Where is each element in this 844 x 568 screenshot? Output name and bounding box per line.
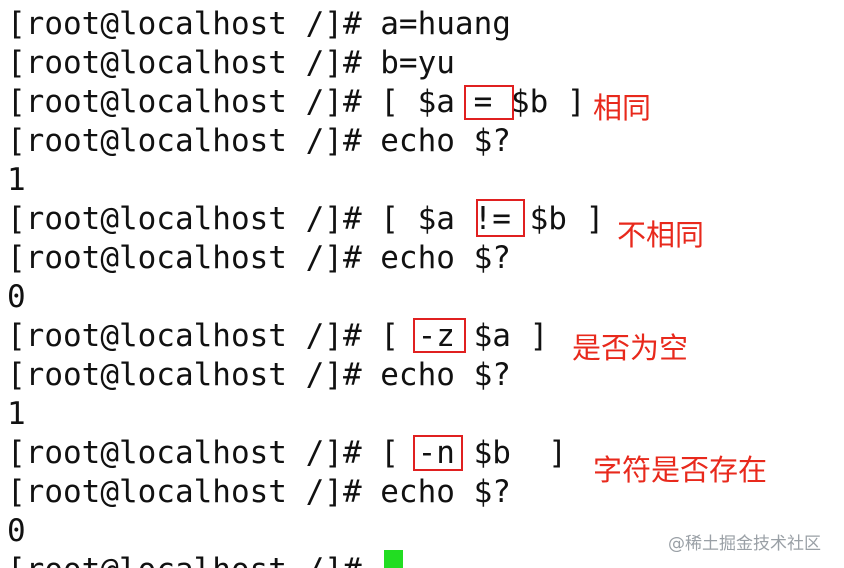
terminal-line: 0 xyxy=(7,513,26,549)
terminal-line: 1 xyxy=(7,162,26,198)
terminal-line: 0 xyxy=(7,279,26,315)
terminal-line: [root@localhost /]# echo $? xyxy=(7,123,511,159)
annotation-is-empty: 是否为空 xyxy=(572,331,689,365)
terminal-line: [root@localhost /]# echo $? xyxy=(7,474,511,510)
terminal-line: [root@localhost /]# b=yu xyxy=(7,45,455,81)
operator-z-highlight xyxy=(413,318,466,353)
terminal-line: [root@localhost /]# echo $? xyxy=(7,240,511,276)
terminal-cursor xyxy=(384,550,403,568)
terminal-line: 1 xyxy=(7,396,26,432)
operator-equal-highlight xyxy=(464,85,514,120)
terminal-line: [root@localhost /]# [ $a = $b ] xyxy=(7,84,586,120)
annotation-exists: 字符是否存在 xyxy=(593,453,768,487)
annotation-not-equal: 不相同 xyxy=(617,218,705,252)
operator-not-equal-highlight xyxy=(476,199,525,237)
operator-n-highlight xyxy=(413,435,463,471)
terminal-line: [root@localhost /]# [ $a != $b ] xyxy=(7,201,605,237)
annotation-equal: 相同 xyxy=(593,91,652,125)
terminal-line: [root@localhost /]# a=huang xyxy=(7,6,511,42)
terminal-line: [root@localhost /]# xyxy=(7,551,380,568)
watermark: @稀土掘金技术社区 xyxy=(668,534,821,554)
terminal-line: [root@localhost /]# echo $? xyxy=(7,357,511,393)
terminal-line: [root@localhost /]# [ -n $b ] xyxy=(7,435,567,471)
terminal-line: [root@localhost /]# [ -z $a ] xyxy=(7,318,549,354)
